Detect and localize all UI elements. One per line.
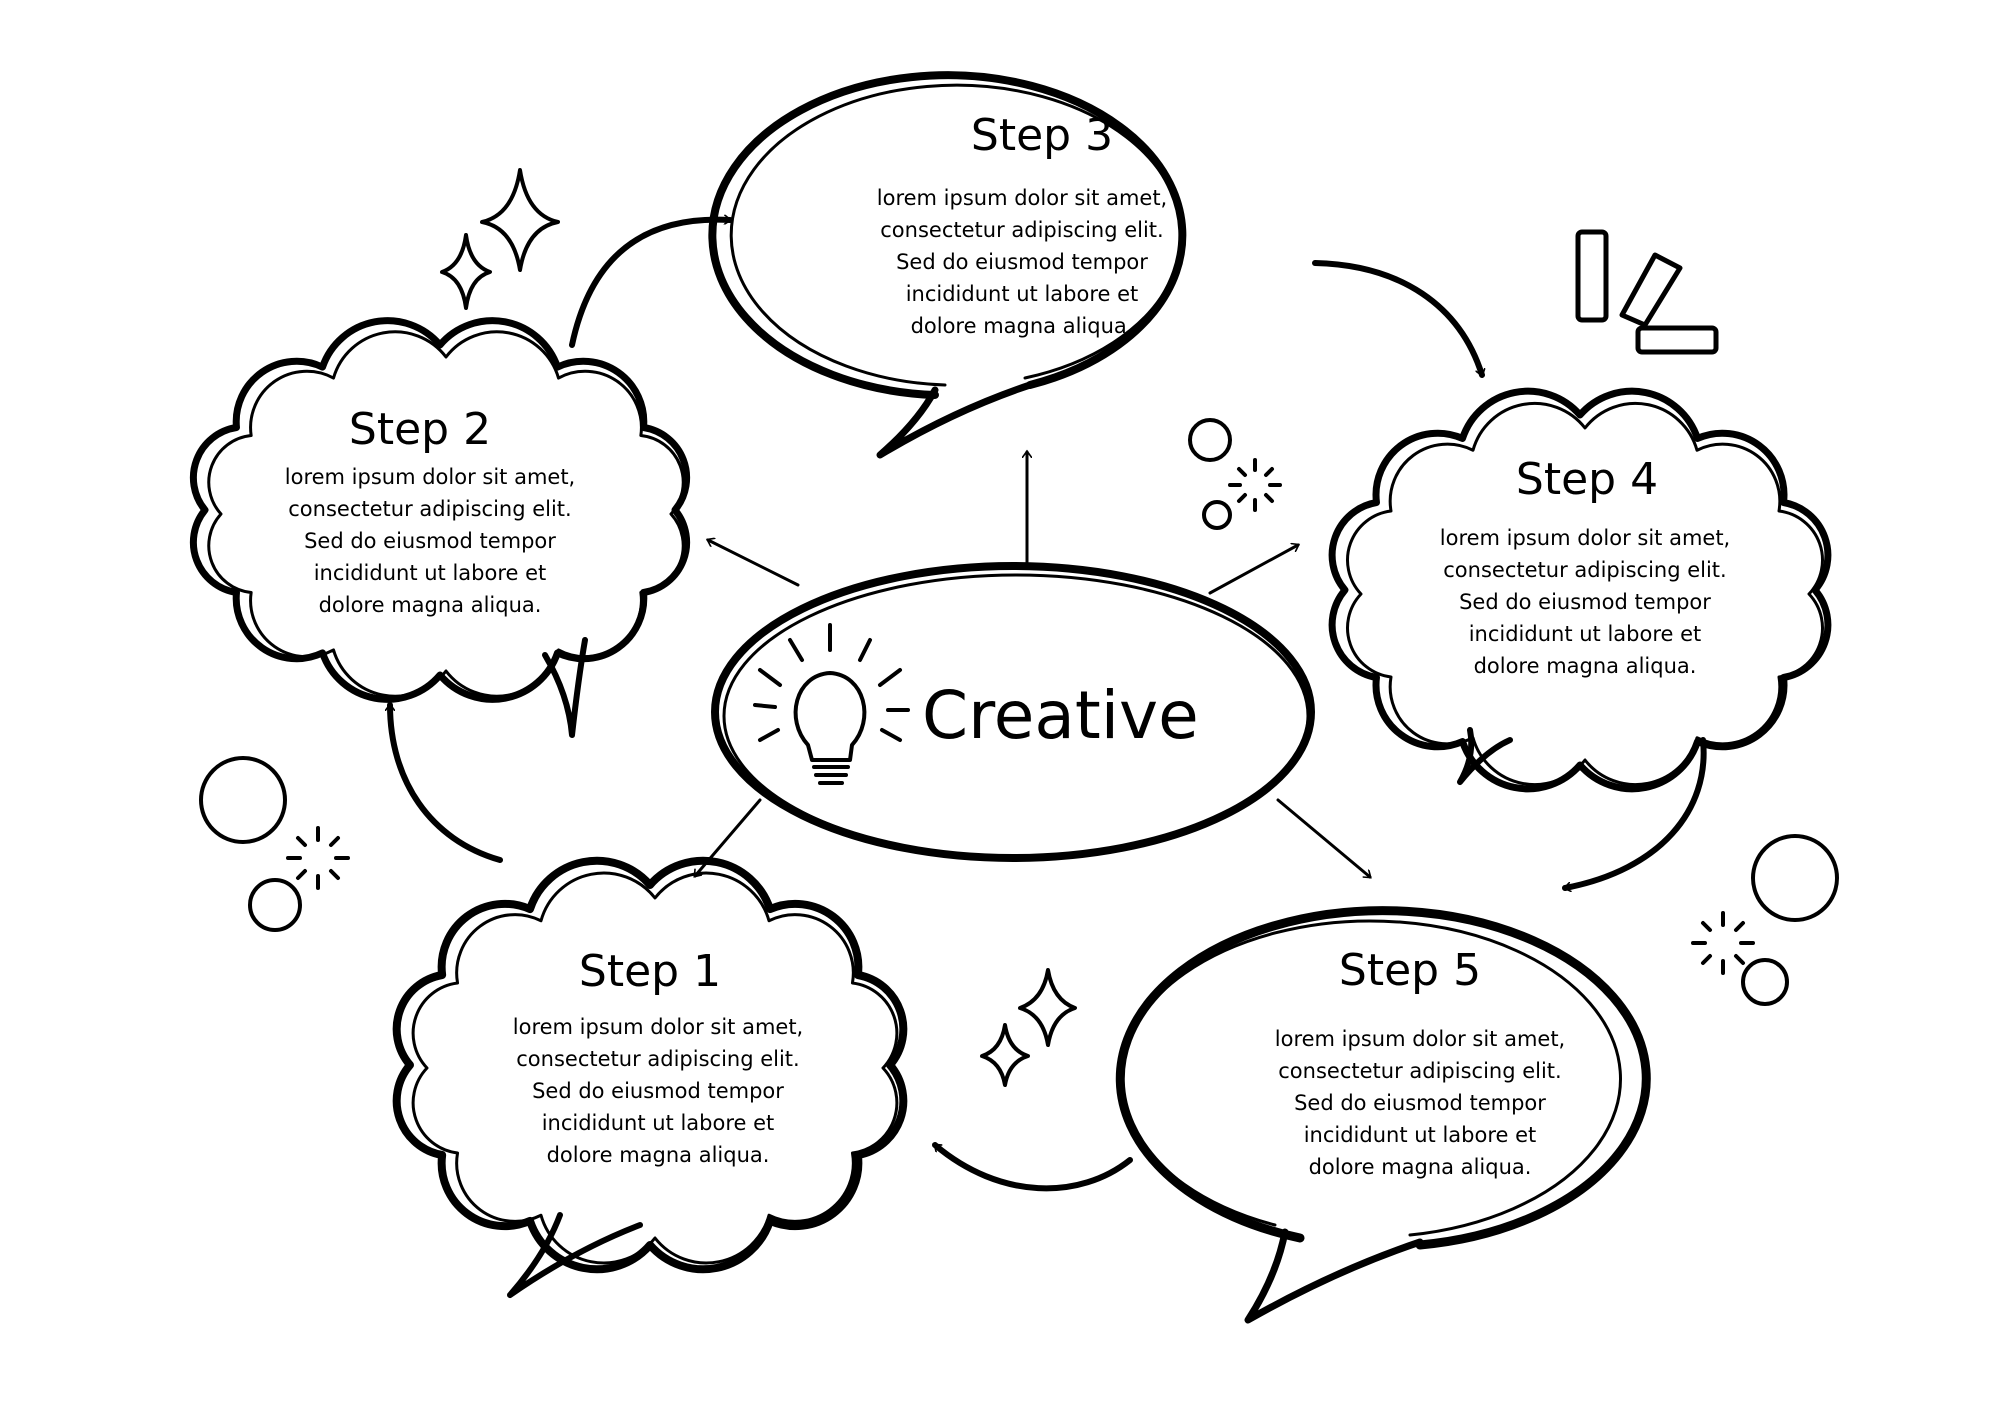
arrow-step3-to-step4 [1312,260,1482,378]
step-4-line: consectetur adipiscing elit. [1443,558,1726,582]
step-4-line: dolore magna aliqua. [1474,654,1697,678]
step-1-line: lorem ipsum dolor sit amet, [513,1015,803,1039]
spoke-arrows [695,452,1370,877]
step-2-line: Sed do eiusmod tempor [304,529,556,553]
arrow-step2-to-step3 [569,220,733,348]
step-2-line: dolore magna aliqua. [319,593,542,617]
step-1-tail [507,1212,643,1298]
step-1-title: Step 1 [579,946,721,997]
step-2: Step 2 lorem ipsum dolor sit amet, conse… [285,404,575,617]
step-4-line: incididunt ut labore et [1469,622,1702,646]
step-5-title: Step 5 [1339,945,1481,996]
bubble-icons [199,418,1839,1006]
arrow-step1-to-step2 [390,702,503,863]
step-1-line: dolore magna aliqua. [547,1143,770,1167]
step-1-line: consectetur adipiscing elit. [516,1047,799,1071]
center-label: Creative [922,677,1199,754]
step-2-line: lorem ipsum dolor sit amet, [285,465,575,489]
step-4-title: Step 4 [1516,454,1658,505]
step-1-cloud-outline [411,871,899,1265]
step-5-line: Sed do eiusmod tempor [1294,1091,1546,1115]
arrow-step4-to-step5 [1562,737,1707,888]
step-3-tail [876,381,1034,459]
step-5-line: consectetur adipiscing elit. [1278,1059,1561,1083]
step-2-line: consectetur adipiscing elit. [288,497,571,521]
step-4: Step 4 lorem ipsum dolor sit amet, conse… [1440,454,1730,678]
step-3-line: Sed do eiusmod tempor [896,250,1148,274]
step-2-cloud-outline [207,330,685,698]
cycle-arrows [390,220,1707,1192]
burst-icons [286,458,1755,975]
step-3-line: dolore magna aliqua. [911,314,1134,338]
step-1-line: incididunt ut labore et [542,1111,775,1135]
step-5-line: lorem ipsum dolor sit amet, [1275,1027,1565,1051]
step-3-title: Step 3 [971,110,1113,161]
lightbulb-icon [753,623,910,785]
step-1-cloud-shape [392,856,908,1274]
step-5-line: incididunt ut labore et [1304,1123,1537,1147]
step-5: Step 5 lorem ipsum dolor sit amet, conse… [1275,945,1565,1179]
step-1: Step 1 lorem ipsum dolor sit amet, conse… [513,946,803,1167]
step-4-tail [1457,727,1513,785]
sparkle-icon [440,168,1077,1087]
arrow-step5-to-step1 [932,1142,1133,1192]
center-node: Creative [711,562,1315,862]
step-2-tail [542,637,588,738]
step-3-line: lorem ipsum dolor sit amet, [877,186,1167,210]
step-5-line: dolore magna aliqua. [1309,1155,1532,1179]
step-2-line: incididunt ut labore et [314,561,547,585]
step-4-line: lorem ipsum dolor sit amet, [1440,526,1730,550]
step-3-bubble-shape [708,71,1187,399]
step-4-cloud-outline [1346,401,1824,787]
step-3-line: consectetur adipiscing elit. [880,218,1163,242]
exclamation-marks-icon [1575,229,1719,355]
step-1-line: Sed do eiusmod tempor [532,1079,784,1103]
step-4-cloud-shape [1328,387,1832,793]
step-2-title: Step 2 [349,404,491,455]
step-3: Step 3 lorem ipsum dolor sit amet, conse… [877,110,1167,338]
step-4-line: Sed do eiusmod tempor [1459,590,1711,614]
step-5-tail [1244,1228,1424,1324]
step-5-bubble-outline [1119,919,1622,1237]
step-3-line: incididunt ut labore et [906,282,1139,306]
step-3-bubble-outline [729,83,1183,387]
